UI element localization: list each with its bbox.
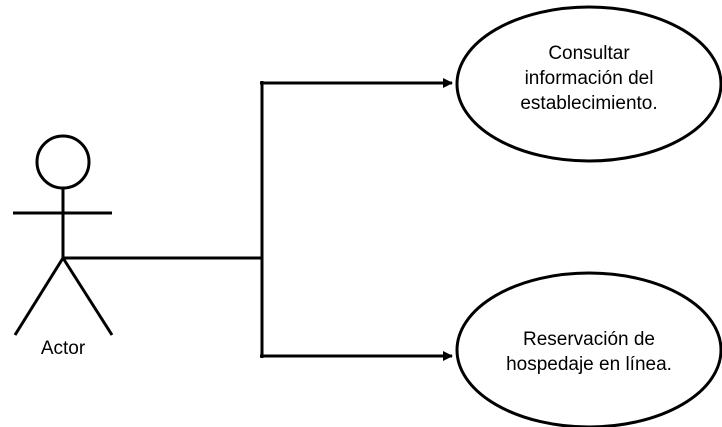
- use-case-consultar-label: Consultar información del establecimient…: [499, 41, 679, 116]
- actor-head: [35, 134, 91, 190]
- use-case-reservacion-line-2: hospedaje en línea.: [506, 354, 672, 375]
- use-case-consultar-line-1: Consultar: [548, 43, 630, 64]
- actor-label: Actor: [13, 336, 113, 361]
- actor-left-leg: [13, 257, 65, 336]
- actor-label-text: Actor: [40, 338, 86, 359]
- use-case-consultar-line-2: información del: [524, 68, 654, 89]
- use-case-reservacion-ellipse: [455, 271, 722, 427]
- connectors: [63, 78, 453, 361]
- use-case-reservacion-label: Reservación de hospedaje en línea.: [489, 327, 689, 377]
- use-case-consultar-ellipse: [455, 5, 722, 163]
- actor-figure: [13, 134, 114, 336]
- use-case-reservacion-line-1: Reservación de: [522, 329, 656, 350]
- actor-right-leg: [61, 257, 114, 336]
- use-case-consultar-line-3: establecimiento.: [520, 93, 658, 114]
